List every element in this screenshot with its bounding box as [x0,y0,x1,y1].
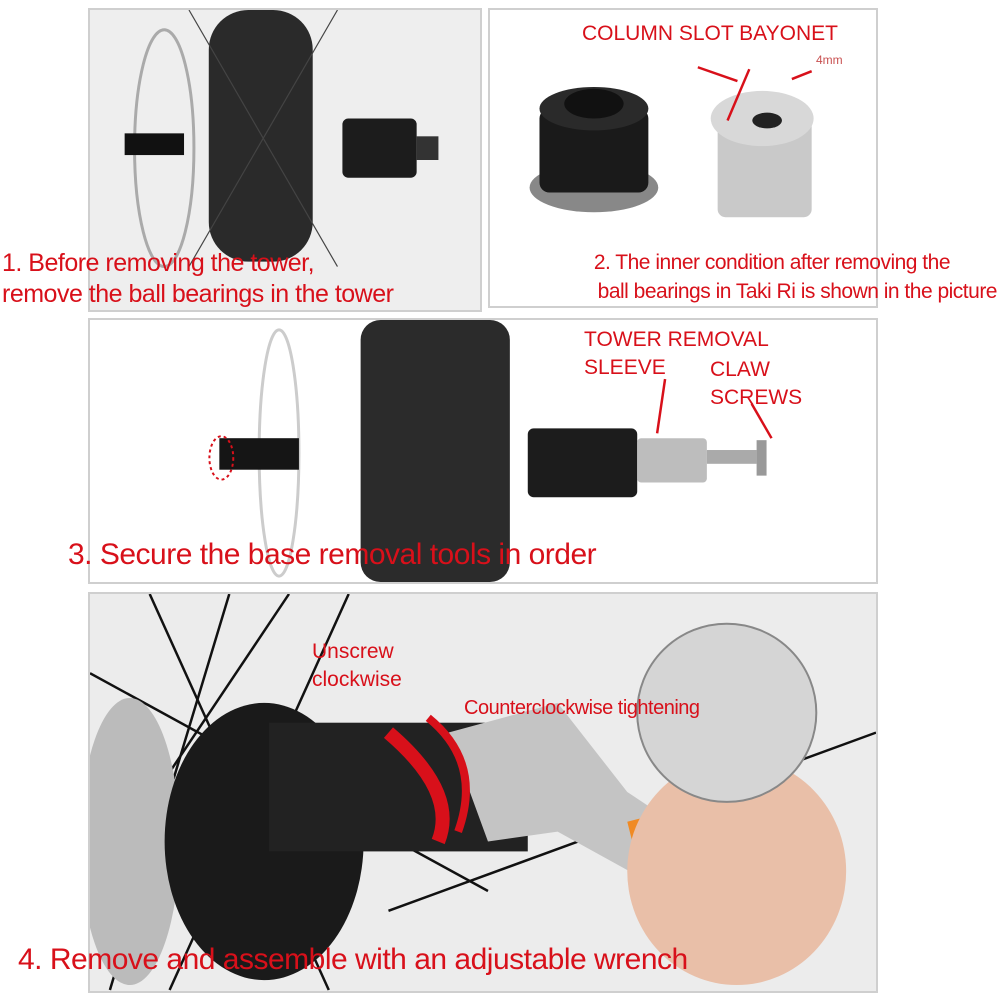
step2-caption-line2: ball bearings in Taki Ri is shown in the… [597,280,998,303]
step1-caption-line1: 1. Before removing the tower, [2,249,315,277]
sleeve-label-line2: SLEEVE [584,356,666,379]
freehub-and-tool-illustration [529,66,814,218]
step1-photo-panel [88,8,482,312]
step2-photo-panel [488,8,878,308]
unscrew-label-line2: clockwise [312,668,402,691]
tower-removal-tool-illustration [208,320,773,582]
sleeve-label-line1: TOWER REMOVAL [584,328,769,351]
step4-caption: 4. Remove and assemble with an adjustabl… [18,943,688,976]
tighten-label: Counterclockwise tightening [464,697,700,719]
unscrew-label-line1: Unscrew [312,640,394,663]
bayonet-label: COLUMN SLOT BAYONET [582,22,838,45]
wrench-on-hub-illustration [90,594,876,991]
step2-caption-line1: 2. The inner condition after removing th… [593,251,951,274]
claw-label-line2: SCREWS [710,386,803,409]
hub-wheel-illustration [90,10,480,310]
claw-label-line1: CLAW [710,358,770,381]
step3-caption: 3. Secure the base removal tools in orde… [68,538,597,571]
step3-photo-panel [88,318,878,584]
step1-caption-line2: remove the ball bearings in the tower [2,280,394,308]
step4-photo-panel [88,592,878,993]
slot-size-label: 4mm [816,53,843,67]
